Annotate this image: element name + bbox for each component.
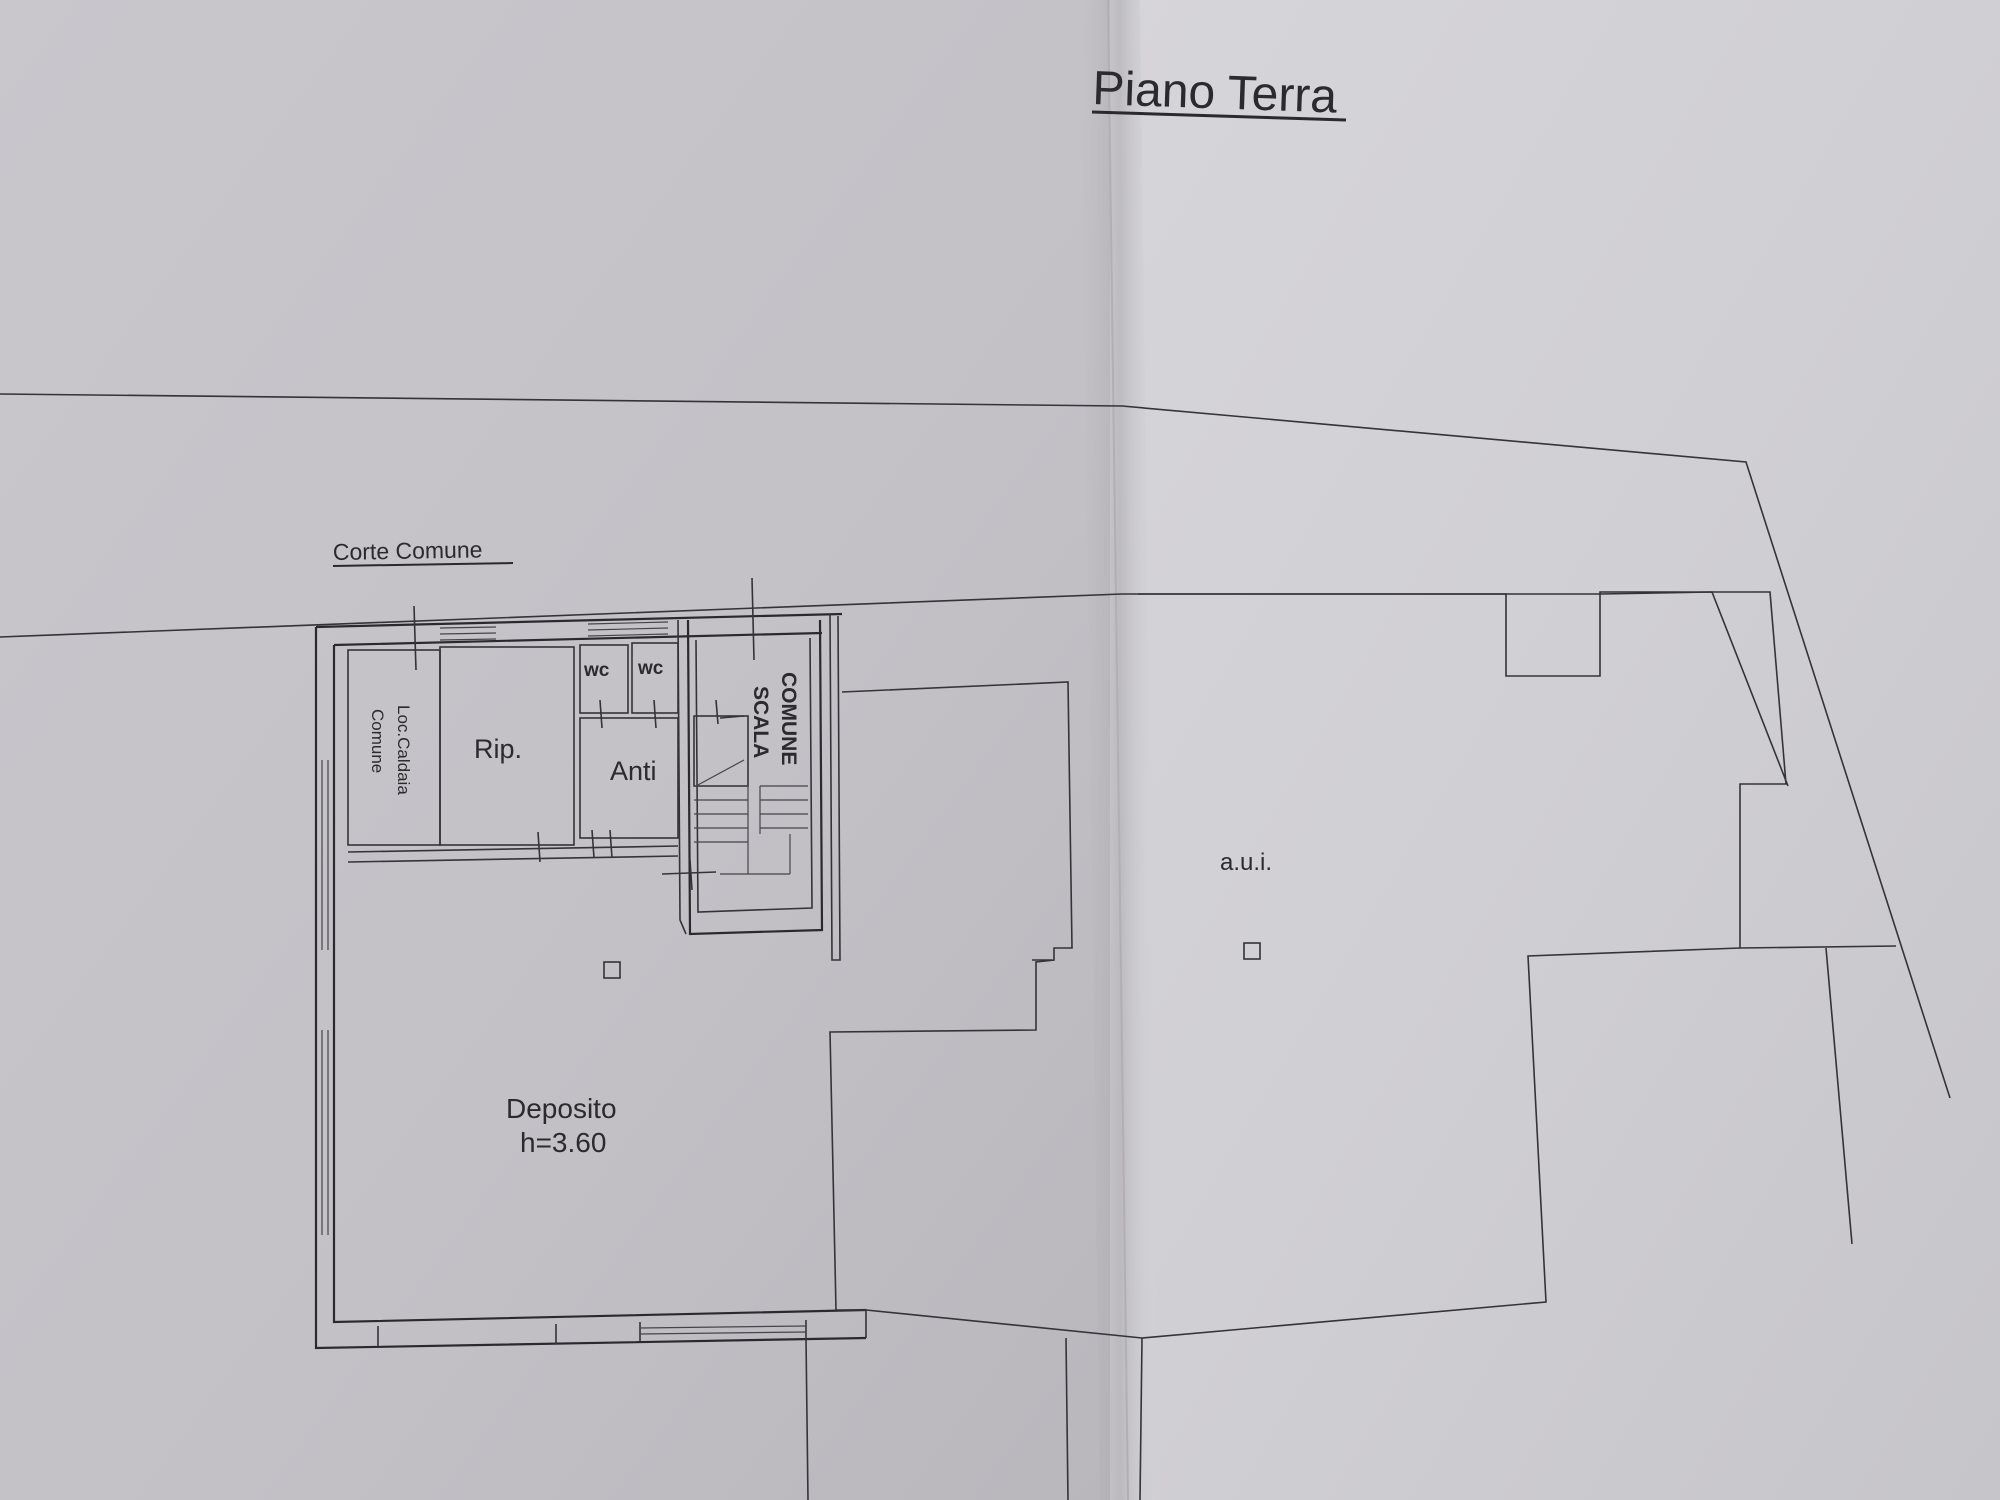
central-annex xyxy=(805,681,1143,1500)
interior-walls xyxy=(347,642,679,863)
left-windows xyxy=(321,760,329,1235)
storage-room-label: Rip. xyxy=(474,734,522,764)
pillar-markers xyxy=(603,942,1261,979)
plan-title: Piano Terra xyxy=(1092,62,1347,124)
court-label: Corte Comune xyxy=(333,536,514,567)
boiler-room-label-1: Loc.Caldaia xyxy=(394,705,413,795)
top-windows xyxy=(439,621,669,641)
boiler-room-label-2: Comune xyxy=(368,709,387,773)
stair-label-2: COMUNE xyxy=(777,672,800,765)
bottom-openings xyxy=(377,1320,807,1346)
stair-label-1: SCALA xyxy=(749,686,772,758)
room-labels: Loc.Caldaia Comune Rip. wc wc Anti SCALA… xyxy=(368,658,1272,1158)
deposit-height-label: h=3.60 xyxy=(520,1127,606,1158)
court-label-text: Corte Comune xyxy=(333,536,483,565)
wc-2-label: wc xyxy=(637,658,664,679)
deposit-label: Deposito xyxy=(506,1093,617,1124)
wc-1-label: wc xyxy=(583,660,610,681)
other-unit-label: a.u.i. xyxy=(1220,849,1272,876)
right-unit xyxy=(1138,591,1897,1500)
stair-core xyxy=(661,577,841,961)
building-outline xyxy=(314,605,867,1350)
stair-steps xyxy=(694,759,808,875)
ante-room-label: Anti xyxy=(610,756,657,786)
